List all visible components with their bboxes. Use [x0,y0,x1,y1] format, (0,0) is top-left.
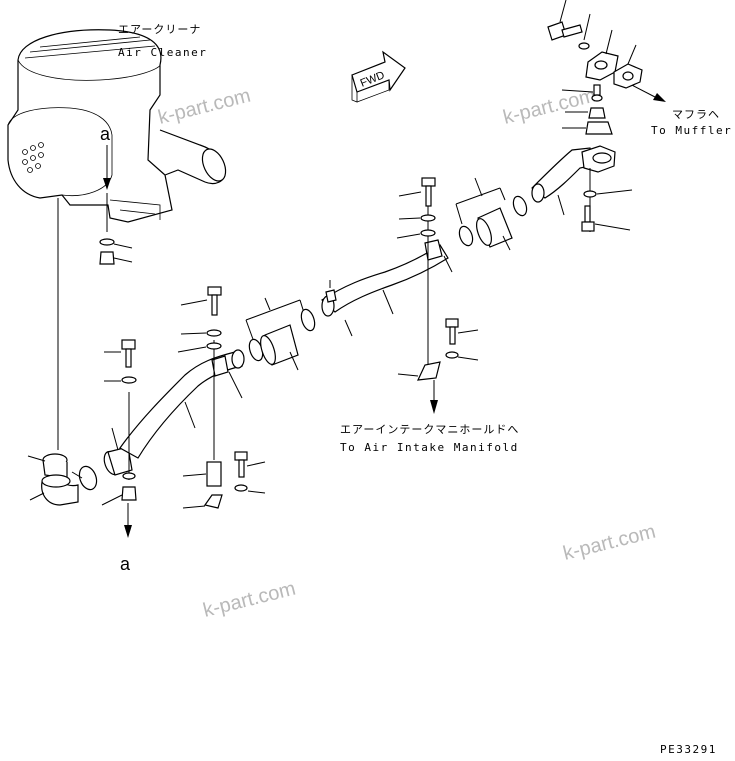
bolt [445,318,459,345]
bracket [203,494,223,509]
intake-label-en: To Air Intake Manifold [340,441,519,454]
nut [121,486,137,501]
muffler-label-jp: マフラヘ [672,108,720,121]
hose-clamp [78,465,98,491]
flange-plate [585,51,619,81]
drawing-number: PE33291 [660,743,717,756]
arrow-down-icon [124,525,132,538]
arrow-down-icon [103,178,111,190]
pipe-clamp-bracket [424,239,443,261]
gasket [613,63,643,89]
bolt [121,339,136,368]
bolt [581,205,595,232]
watermark: k-part.com [201,578,298,622]
exhaust-pipe-right [531,145,616,203]
rubber-hose [476,207,513,248]
bolt [207,286,222,316]
intake-pipe-left [119,349,245,459]
hose-clamp [300,308,316,332]
air-cleaner-label-en: Air Cleaner [118,46,207,59]
fwd-arrow-icon: FWD [351,50,406,103]
spacer [206,461,222,487]
sensor-plug [591,84,603,102]
watermark: k-part.com [156,85,253,129]
rubber-hose [260,324,299,366]
arrow-down-icon [430,400,438,414]
muffler-arrow-icon [653,93,666,102]
watermark: k-part.com [561,521,658,565]
air-cleaner-label-jp: エアークリーナ [118,23,201,36]
bracket [417,361,441,381]
ref-a-bottom: a [120,554,131,574]
bolt [547,21,583,41]
ref-a-top: a [100,124,111,144]
elbow-hose [41,453,79,506]
adapter-fitting [585,121,613,135]
intake-label-jp: エアーインテークマニホールドへ [340,423,519,436]
nut [588,107,606,119]
hose-clamp [512,195,528,217]
washer [578,42,590,50]
bolt [234,451,248,478]
air-cleaner [7,29,227,223]
washer [121,376,137,384]
intake-pipe-middle [321,244,449,317]
muffler-label-en: To Muffler [651,124,732,137]
hose-clamp [103,446,133,476]
air-cleaner-vents [22,142,44,173]
hose-clamp [458,225,474,247]
bolt [421,177,436,207]
